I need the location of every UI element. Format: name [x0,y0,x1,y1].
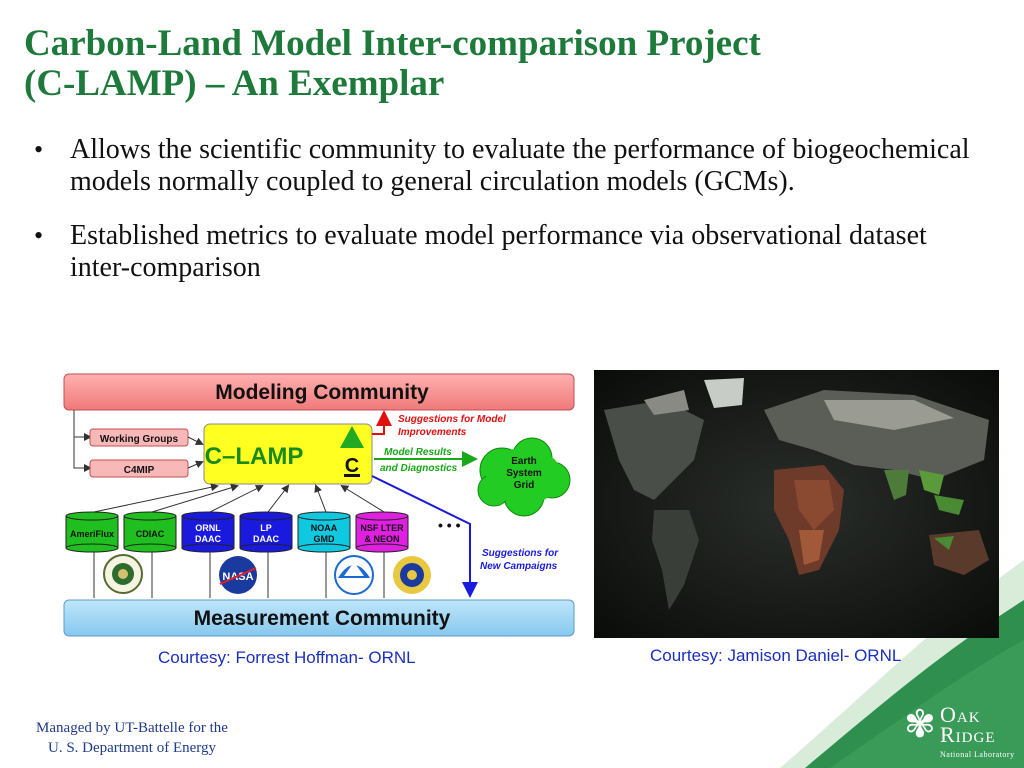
modeling-community-label: Modeling Community [215,381,429,404]
suggestions-model-label-2: Improvements [398,427,467,438]
bullet-text: Allows the scientific community to evalu… [70,134,970,197]
esg-label-1: Earth [511,456,537,467]
managed-by-line-1: Managed by UT-Battelle for the [36,720,228,736]
clamp-tree-icon [340,426,364,448]
bullet-item: • Allows the scientific community to eva… [30,134,970,198]
bullet-text: Established metrics to evaluate model pe… [70,220,927,283]
working-groups-label: Working Groups [100,434,179,445]
managed-by-footer: Managed by UT-Battelle for the U. S. Dep… [16,718,248,758]
measurement-community-bar [63,599,575,637]
dataset-cylinder: NSF LTER& NEON [355,511,409,553]
dataset-cylinder: CDIAC [123,511,177,553]
clamp-label: C–LAMP [205,443,304,470]
ornl-logo: ✾ Oak Ridge National Laboratory [904,704,1020,764]
dataset-label: DAAC [253,534,279,544]
suggestions-campaigns-label: Suggestions for [482,548,559,559]
dataset-label: ORNL [195,523,221,533]
c4mip-label: C4MIP [124,465,155,476]
dataset-label: DAAC [195,534,221,544]
bullet-dot: • [34,221,44,250]
clamp-diagram: Modeling Community Working Groups C4MIP … [62,372,576,638]
dataset-label: CDIAC [136,529,165,539]
managed-by-line-2: U. S. Department of Energy [47,740,217,756]
nasa-logo-icon: NASA [219,556,257,594]
dataset-label: LP [260,523,272,533]
left-image-credit: Courtesy: Forrest Hoffman- ORNL [158,648,416,667]
dataset-label: NOAA [311,523,338,533]
dataset-label: & NEON [364,534,399,544]
dataset-label: GMD [314,534,335,544]
suggestions-model-label: Suggestions for Model [398,414,506,425]
title-line-2: (C-LAMP) – An Exemplar [24,63,445,104]
logo-national-laboratory: National Laboratory [940,750,1015,759]
clamp-box [203,423,373,485]
esg-label-3: Grid [514,480,535,491]
dataset-cylinder: AmeriFlux [65,511,119,553]
leaf-icon: ✾ [904,704,936,746]
dataset-label: AmeriFlux [70,529,114,539]
logo-oak: Oak [940,702,981,727]
doe-seal-icon [103,554,143,594]
c4mip-box [89,459,189,478]
nsf-logo-icon [393,556,431,594]
and-diagnostics-label: and Diagnostics [380,463,458,474]
measurement-community-label: Measurement Community [194,607,451,630]
logo-ridge: Ridge [940,722,996,747]
suggestions-campaigns-label-2: New Campaigns [480,561,558,572]
world-vegetation-map [594,370,999,638]
right-image-credit: Courtesy: Jamison Daniel- ORNL [650,646,902,665]
bullet-list: • Allows the scientific community to eva… [30,134,970,306]
bullet-dot: • [34,135,44,164]
slide-title: Carbon-Land Model Inter-comparison Proje… [24,24,984,104]
earth-system-grid-cloud [477,437,571,517]
noaa-logo-icon [334,555,374,595]
bullet-item: • Established metrics to evaluate model … [30,220,970,284]
more-datasets-ellipsis: • • • [438,517,461,533]
title-line-1: Carbon-Land Model Inter-comparison Proje… [24,23,761,64]
clamp-c-icon: C [345,455,359,477]
esg-label-2: System [506,468,542,479]
model-results-label: Model Results [384,447,452,458]
dataset-label: NSF LTER [360,523,404,533]
modeling-community-bar [63,373,575,411]
